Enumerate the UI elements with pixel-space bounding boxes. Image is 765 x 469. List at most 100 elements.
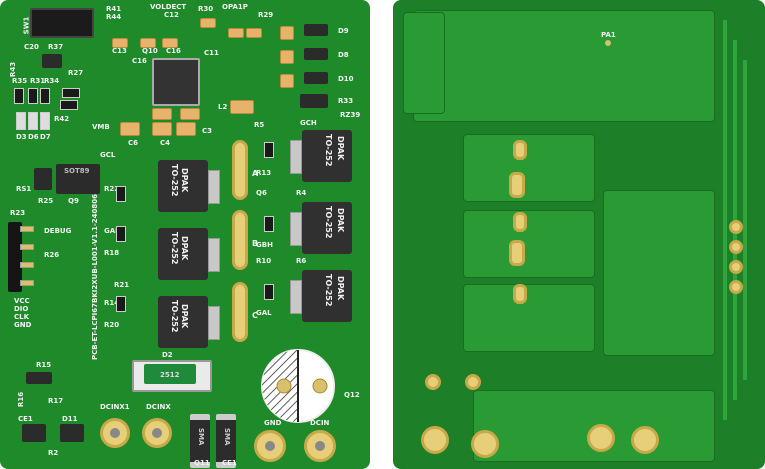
- back-pad-small-1: [425, 374, 441, 390]
- debug-pin-gnd: GND: [14, 321, 32, 329]
- copper-plane-left: [403, 12, 445, 114]
- ref-voldect: VOLDECT: [150, 3, 187, 11]
- mosfet-q3-tab: [290, 280, 302, 314]
- debug-pin-vcc: VCC: [14, 297, 30, 305]
- pkg-label-q6-b: TO-252: [170, 232, 179, 265]
- pcb-front-view: SW1 R41 R44 VOLDECT C12 R30 OPA1P R29 C1…: [0, 0, 370, 469]
- ref-pa3: C16: [132, 57, 147, 65]
- diode-d8: [304, 48, 328, 60]
- ref-u1: C11: [204, 49, 219, 57]
- debug-pin-clk: CLK: [14, 313, 30, 321]
- resistor-r39: [62, 88, 80, 98]
- ref-c12: C12: [164, 11, 179, 19]
- ref-r30: R30: [198, 5, 214, 13]
- ref-r24: R35: [12, 77, 28, 85]
- resistor-r24: [14, 88, 24, 104]
- cap-c16: [140, 38, 156, 48]
- slot-pad-1: [513, 140, 527, 160]
- ref-r40: R34: [44, 77, 60, 85]
- ref-q9: Q9: [68, 197, 79, 205]
- mosfet-q6-tab: [208, 238, 220, 272]
- trace-right-3: [743, 60, 747, 380]
- label-gnd: GND: [264, 419, 282, 427]
- ref-r25: R25: [38, 197, 54, 205]
- mosfet-q8: [158, 296, 208, 348]
- mosfet-q3: [302, 270, 352, 322]
- ref-r14: GAL: [256, 309, 272, 317]
- ref-d7: D7: [40, 133, 51, 141]
- copper-plane-mid-1: [463, 134, 595, 202]
- cap-c6: [120, 122, 140, 136]
- header-pad-4: [729, 280, 743, 294]
- resistor-gate-6: [264, 284, 274, 300]
- ref-r34: R31: [30, 77, 46, 85]
- pkg-label-q1-b: TO-252: [324, 134, 333, 167]
- label-dcin: DCIN: [310, 419, 330, 427]
- ref-q12: CE1: [18, 415, 33, 423]
- debug-pin-3: [20, 262, 34, 268]
- phase-label-c: C: [252, 311, 258, 320]
- ref-r10: GBH: [256, 241, 273, 249]
- ref-q11: D11: [62, 415, 78, 423]
- ref-d6: D6: [28, 133, 39, 141]
- ref-rs1: D2: [162, 351, 173, 359]
- header-pad-3: [729, 260, 743, 274]
- ref-d9: D9: [338, 27, 349, 35]
- ref-c14: C20: [24, 43, 39, 51]
- sma-label-1: SMA: [197, 428, 205, 446]
- ref-c6: C6: [128, 139, 139, 147]
- mosfet-q7-tab: [208, 170, 220, 204]
- ref-r35: R43: [9, 61, 18, 78]
- phase-label-b: B: [252, 239, 259, 248]
- label-dcinx: DCINX: [146, 403, 171, 411]
- resistor-r45: [60, 100, 78, 110]
- ref-d2: R15: [36, 361, 52, 369]
- pad-dcin-hole: [315, 441, 325, 451]
- copper-plane-mid-2: [463, 210, 595, 278]
- test-pad-pa1: [605, 40, 611, 46]
- ref-d11: Q11: [194, 459, 210, 467]
- pkg-label-q8-a: DPAK: [180, 304, 189, 329]
- ref-gcl: GCL: [100, 151, 116, 159]
- cap-opa-1: [280, 26, 294, 40]
- ref-gbh: R4: [296, 189, 307, 197]
- transistor-q12: [22, 424, 46, 442]
- slot-pad-2: [509, 172, 525, 198]
- debug-pin-2: [20, 244, 34, 250]
- ref-c16: Q10: [142, 47, 158, 55]
- ref-gal: R21: [114, 281, 130, 289]
- resistor-gate-5: [264, 216, 274, 232]
- debug-pin-dio: DIO: [14, 305, 29, 313]
- pad-dcinx: [142, 418, 172, 448]
- copper-plane-right: [603, 190, 715, 356]
- inductor-l2: [230, 100, 254, 114]
- ref-c20: C13: [112, 47, 127, 55]
- sot-small: [34, 168, 52, 190]
- slot-pad-4: [509, 240, 525, 266]
- pkg-label-q1-a: DPAK: [336, 136, 345, 161]
- pkg-label-q7-a: DPAK: [180, 168, 189, 193]
- cap-c4: [152, 122, 172, 136]
- pkg-label-q3-a: DPAK: [336, 276, 345, 301]
- ref-c3: C3: [202, 127, 213, 135]
- ref-gah: R6: [296, 257, 307, 265]
- phase-c-pad: [232, 282, 248, 342]
- ref-r13: R13: [256, 169, 272, 177]
- sma-label-2: SMA: [223, 428, 231, 446]
- mcu-chip: [152, 58, 200, 106]
- ref-c4: C4: [160, 139, 171, 147]
- pad-dcinx-hole: [152, 428, 162, 438]
- ref-r27-debug: R26: [44, 251, 60, 259]
- ref-r17: R2: [48, 449, 59, 457]
- shunt-body: [144, 364, 196, 384]
- resistor-gate-2: [116, 226, 126, 242]
- pad-dcinx1-hole: [110, 428, 120, 438]
- ref-vmb: VMB: [92, 123, 110, 131]
- ref-c11: C16: [166, 47, 181, 55]
- switch-sw1: [30, 8, 94, 38]
- ref-rz39: RZ39: [340, 111, 361, 119]
- diode-d10: [304, 72, 328, 84]
- ref-gch: GCH: [300, 119, 317, 127]
- diode-d2: [26, 372, 52, 384]
- ref-ce1: Q12: [344, 391, 360, 399]
